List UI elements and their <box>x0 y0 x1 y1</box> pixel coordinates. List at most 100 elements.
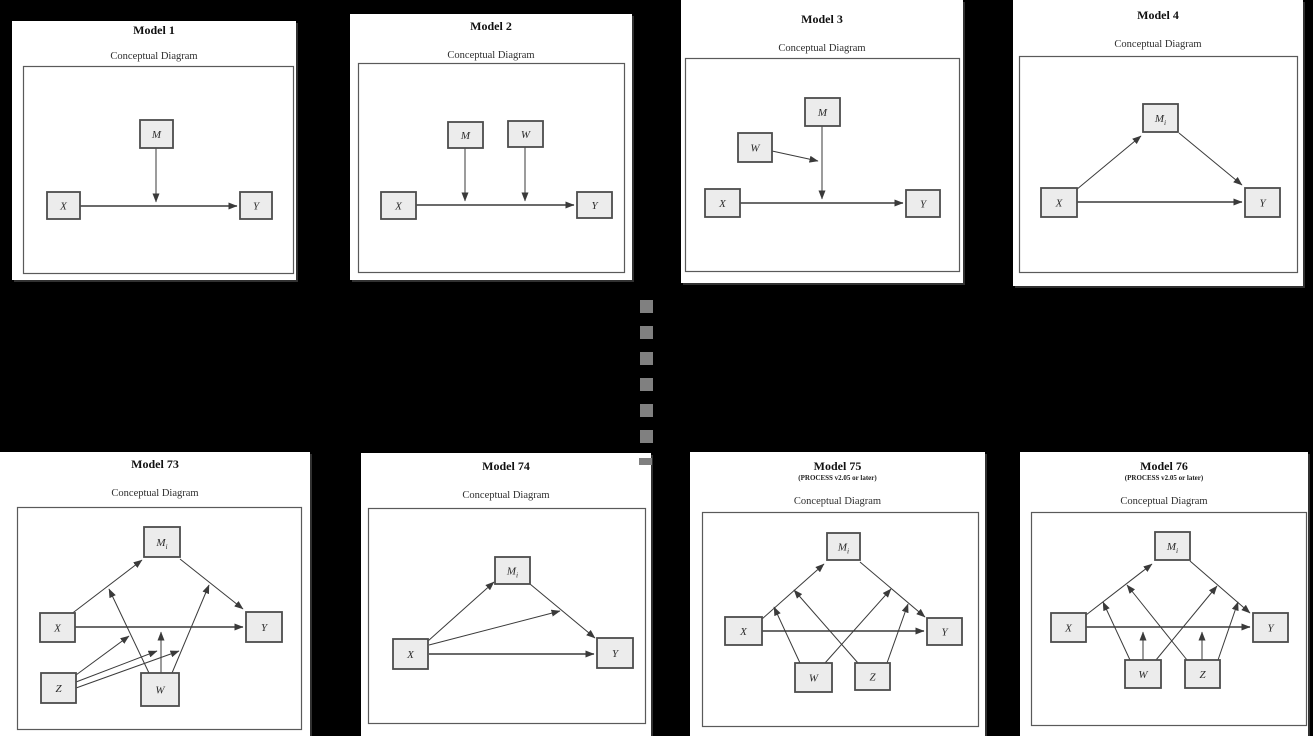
model-76-panel: Model 76(PROCESS v2.05 or later)Conceptu… <box>1020 452 1308 736</box>
model-75-node-W-label: W <box>809 673 819 685</box>
model-76-node-Mi-box <box>1154 531 1191 561</box>
model-76-node-X: X <box>1050 612 1087 643</box>
model-3-node-W: W <box>737 132 773 163</box>
model-2-node-M-box <box>447 121 484 149</box>
model-73-arrow-mi-to-y <box>179 558 244 610</box>
model-76-diagram-frame <box>1030 511 1308 727</box>
model-75-node-X: X <box>724 616 763 646</box>
model-2-title: Model 2 <box>470 19 512 33</box>
model-75-version-note: (PROCESS v2.05 or later) <box>798 474 877 482</box>
model-76-node-Z-box <box>1184 659 1221 689</box>
model-3-node-Y: Y <box>905 189 941 218</box>
model-4-conceptual-diagram-label: Conceptual Diagram <box>1114 39 1202 50</box>
model-74-node-X-box <box>392 638 429 670</box>
model-73-node-Mi-label: Mi <box>155 537 167 551</box>
model-2-node-Y: Y <box>576 191 613 219</box>
model-3-diagram-frame <box>684 57 961 273</box>
model-76-node-W: W <box>1124 659 1162 689</box>
model-74-node-Y-box <box>596 637 634 669</box>
model-76-arrow-w-on-miy <box>1155 585 1218 661</box>
model-2-node-X-box <box>380 191 417 220</box>
model-75-node-W-box <box>794 662 833 693</box>
model-75-node-Y-box <box>926 617 963 646</box>
model-3-node-W-box <box>737 132 773 163</box>
model-73-arrow-w-on-xmi <box>108 588 150 674</box>
model-4-arrow-x-to-mi <box>1075 135 1142 191</box>
model-2-node-M-label: M <box>460 130 471 142</box>
model-76-arrow-z-on-xmi <box>1126 584 1188 661</box>
model-74-node-Mi-box <box>494 556 531 585</box>
model-75-node-Y: Y <box>926 617 963 646</box>
model-1-node-Y-box <box>239 191 273 220</box>
model-76-node-X-box <box>1050 612 1087 643</box>
model-73-node-Z-label: Z <box>55 683 62 695</box>
model-3-node-W-label: W <box>750 143 760 155</box>
model-73-node-W-box <box>140 672 180 707</box>
model-76-arrow-mi-to-y <box>1189 560 1251 614</box>
model-76-node-Z-label: Z <box>1199 669 1206 681</box>
model-76-node-Y-box <box>1252 612 1289 643</box>
model-76-node-Y-label: Y <box>1267 623 1275 635</box>
model-1-node-Y-label: Y <box>253 201 261 213</box>
continuation-dot-4 <box>640 378 653 391</box>
model-74-title: Model 74 <box>482 459 530 473</box>
model-1-diagram: XMY <box>22 65 295 275</box>
continuation-dot-6 <box>640 430 653 443</box>
model-1-title: Model 1 <box>133 23 175 37</box>
model-3-node-Y-box <box>905 189 941 218</box>
continuation-dot-5 <box>640 404 653 417</box>
model-2-node-W-label: W <box>521 129 531 141</box>
model-75-node-Mi-label: Mi <box>837 542 849 556</box>
model-73-arrow-z-on-w-xmi <box>75 635 130 676</box>
model-2-node-W-box <box>507 120 544 148</box>
model-4-node-Mi-box <box>1142 103 1179 133</box>
model-4-arrow-mi-to-y <box>1178 132 1243 186</box>
model-76-node-Y: Y <box>1252 612 1289 643</box>
model-75-diagram: X MiY W Z <box>701 511 980 728</box>
model-2-diagram: X M W Y <box>357 62 626 274</box>
model-4-diagram-frame <box>1018 55 1299 274</box>
continuation-dot-1 <box>640 300 653 313</box>
model-73-node-Y-label: Y <box>261 622 269 634</box>
model-74-node-Y-label: Y <box>612 648 620 660</box>
model-4-title: Model 4 <box>1137 8 1179 22</box>
model-75-node-Z: Z <box>854 662 891 691</box>
model-4-node-X: X <box>1040 187 1078 218</box>
model-76-conceptual-diagram-label: Conceptual Diagram <box>1120 496 1208 507</box>
model-76-version-note: (PROCESS v2.05 or later) <box>1124 474 1204 482</box>
model-1-node-M: M <box>139 119 174 149</box>
continuation-dot-2 <box>640 326 653 339</box>
model-73-arrow-z-on-w-miy <box>75 650 180 689</box>
model-74-node-X: X <box>392 638 429 670</box>
model-2-node-X-label: X <box>394 201 403 213</box>
continuation-dot-3 <box>640 352 653 365</box>
model-4-node-X-box <box>1040 187 1078 218</box>
model-73-title: Model 73 <box>131 457 179 471</box>
model-76-diagram: X MiY W Z <box>1030 511 1308 727</box>
model-75-node-Mi-box <box>826 532 861 561</box>
model-75-node-X-box <box>724 616 763 646</box>
model-3-node-M: M <box>804 97 841 127</box>
model-4-node-Mi: Mi <box>1142 103 1179 133</box>
model-75-panel: Model 75(PROCESS v2.05 or later)Conceptu… <box>690 452 985 736</box>
model-1-conceptual-diagram-label: Conceptual Diagram <box>110 51 198 62</box>
continuation-dot-7 <box>639 458 652 465</box>
model-75-arrow-x-to-mi <box>761 563 825 620</box>
model-76-node-Mi-label: Mi <box>1166 541 1178 555</box>
model-73-conceptual-diagram-label: Conceptual Diagram <box>111 488 199 499</box>
model-75-arrow-w-on-xmi <box>773 606 801 664</box>
model-74-arrow-mi-to-y <box>529 583 596 639</box>
model-73-arrow-z-on-w-xy <box>75 650 158 683</box>
model-4-diagram: X MiY <box>1018 55 1299 274</box>
model-74-arrow-x-on-miy <box>428 609 561 646</box>
model-76-node-Mi: Mi <box>1154 531 1191 561</box>
model-76-node-Z: Z <box>1184 659 1221 689</box>
model-74-conceptual-diagram-label: Conceptual Diagram <box>462 490 550 501</box>
model-74-node-Y: Y <box>596 637 634 669</box>
model-76-node-W-label: W <box>1138 669 1148 681</box>
model-4-node-Y-label: Y <box>1259 198 1267 210</box>
